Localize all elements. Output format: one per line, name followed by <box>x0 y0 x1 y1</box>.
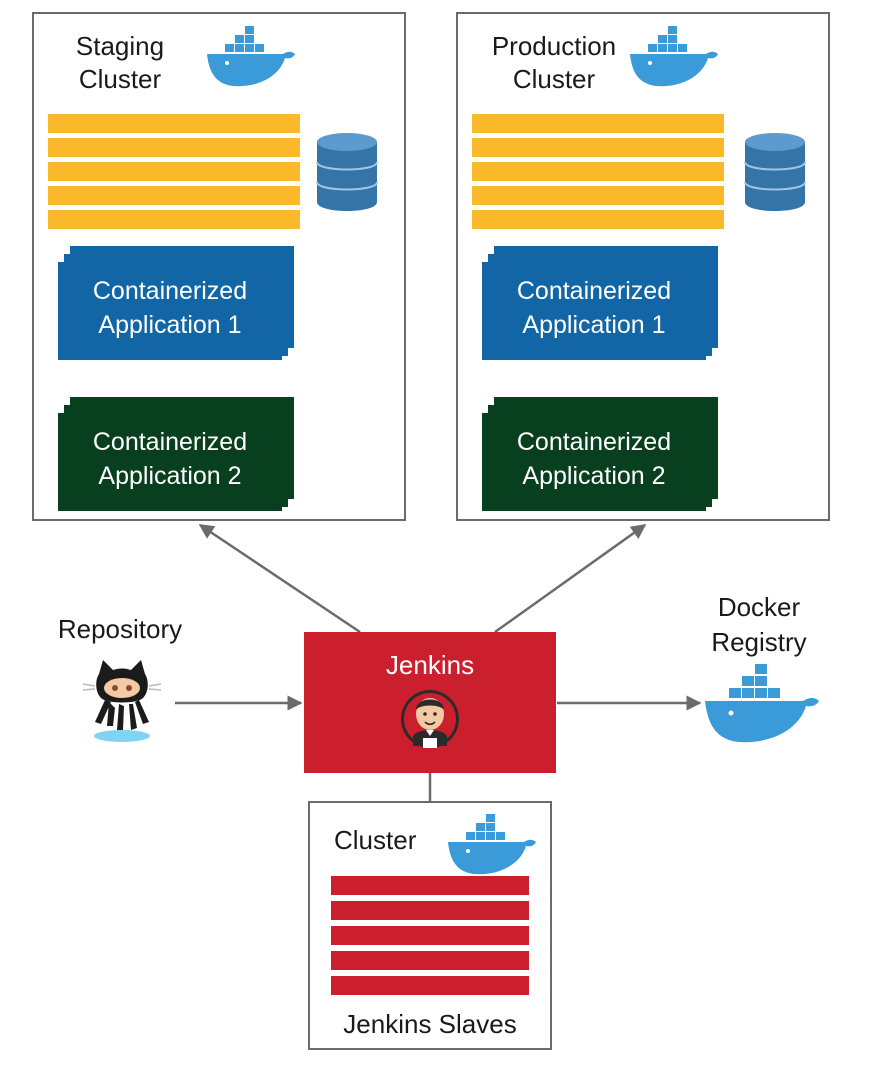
jenkins-block: Jenkins <box>304 632 556 773</box>
github-octocat-icon <box>82 660 162 742</box>
jenkins-slave-bars <box>331 876 529 1001</box>
production-app1-block: Containerized Application 1 <box>482 262 706 360</box>
jenkins-to-staging-arrow <box>198 523 361 634</box>
docker-whale-icon <box>630 26 718 87</box>
docker-whale-icon <box>207 26 295 87</box>
database-icon <box>744 133 806 211</box>
slaves-cluster-title: Cluster <box>334 825 417 855</box>
docker-registry-label: Docker Registry <box>711 592 807 657</box>
repository-label: Repository <box>57 614 183 644</box>
database-icon <box>316 133 378 211</box>
staging-cluster-title: Staging Cluster <box>75 31 165 94</box>
production-server-bars <box>472 114 724 234</box>
docker-whale-icon <box>448 814 536 875</box>
jenkins-label: Jenkins <box>385 650 475 680</box>
production-cluster-title: Production Cluster <box>491 31 617 94</box>
docker-whale-icon <box>705 664 819 743</box>
production-app2-block: Containerized Application 2 <box>482 413 706 511</box>
staging-app2-block: Containerized Application 2 <box>58 413 282 511</box>
jenkins-slaves-label: Jenkins Slaves <box>343 1009 517 1039</box>
jenkins-butler-icon <box>401 690 459 748</box>
staging-app1-block: Containerized Application 1 <box>58 262 282 360</box>
staging-server-bars <box>48 114 300 234</box>
jenkins-to-production-arrow <box>494 523 647 634</box>
